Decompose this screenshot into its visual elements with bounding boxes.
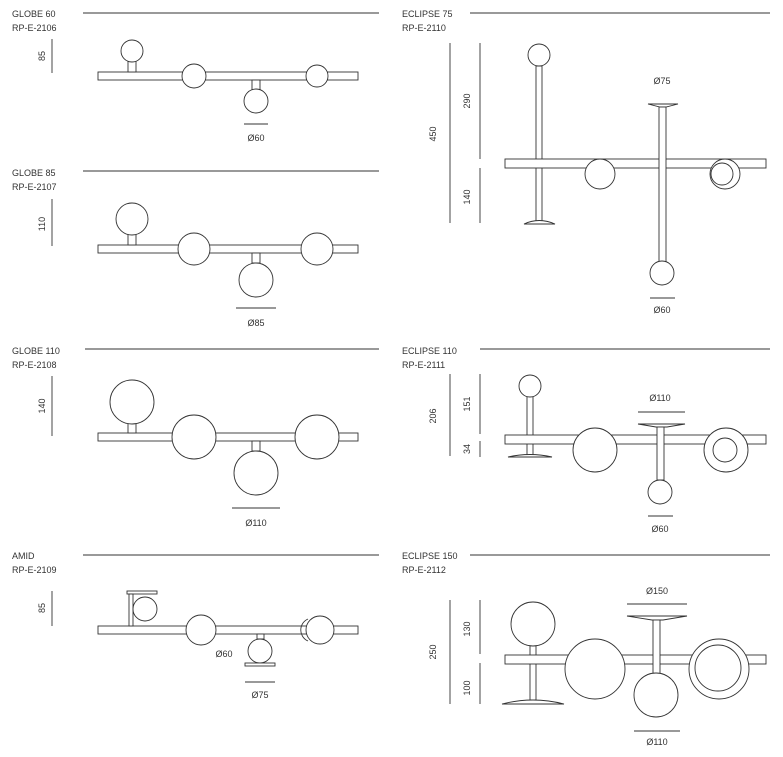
product-code: RP-E-2112 (402, 565, 446, 575)
product-name: ECLIPSE 110 (402, 346, 457, 356)
dim-height: 85 (37, 51, 47, 61)
title-globe-85: GLOBE 85 RP-E-2107 (12, 166, 57, 194)
title-amid: AMID RP-E-2109 (12, 549, 57, 577)
title-eclipse-110: ECLIPSE 110 RP-E-2111 (402, 344, 457, 372)
drawing-globe-85: 110 Ø85 (37, 199, 359, 328)
dim-upper: 290 (462, 93, 472, 108)
dim-disc: Ø110 (649, 393, 670, 403)
dim-total: 450 (428, 126, 438, 141)
product-code: RP-E-2106 (12, 23, 57, 33)
product-name: AMID (12, 551, 35, 561)
dim-globe: Ø60 (653, 305, 670, 315)
dim-diameter: Ø85 (247, 318, 264, 328)
dim-lower: 140 (462, 189, 472, 204)
product-name: ECLIPSE 150 (402, 551, 458, 561)
product-name: ECLIPSE 75 (402, 9, 453, 19)
product-code: RP-E-2108 (12, 360, 57, 370)
product-code: RP-E-2109 (12, 565, 57, 575)
drawing-globe-110: 140 Ø110 (37, 376, 359, 528)
drawing-globe-60: 85 Ø60 (37, 39, 359, 143)
dim-diameter: Ø60 (247, 133, 264, 143)
dim-diameter-disc: Ø75 (251, 690, 268, 700)
drawing-eclipse-150: 250 130 100 Ø150 Ø110 (428, 586, 767, 747)
dim-height: 140 (37, 398, 47, 413)
dim-total: 250 (428, 644, 438, 659)
header-rules (83, 12, 770, 556)
product-code: RP-E-2107 (12, 182, 57, 192)
product-name: GLOBE 110 (12, 346, 60, 356)
product-name: GLOBE 85 (12, 168, 56, 178)
dim-disc: Ø75 (653, 76, 670, 86)
dim-globe: Ø110 (646, 737, 667, 747)
dim-diameter: Ø110 (245, 518, 266, 528)
dim-lower: 34 (462, 444, 472, 454)
dim-upper: 130 (462, 621, 472, 636)
title-globe-110: GLOBE 110 RP-E-2108 (12, 344, 60, 372)
drawing-eclipse-75: 450 290 140 Ø75 Ø60 (428, 43, 767, 315)
dim-height: 85 (37, 603, 47, 613)
dim-diameter-globe: Ø60 (215, 649, 232, 659)
dim-disc: Ø150 (646, 586, 668, 596)
dim-height: 110 (37, 217, 47, 231)
dim-upper: 151 (462, 396, 472, 411)
product-code: RP-E-2111 (402, 360, 446, 370)
product-name: GLOBE 60 (12, 9, 56, 19)
dim-total: 206 (428, 408, 438, 423)
product-code: RP-E-2110 (402, 23, 446, 33)
dim-globe: Ø60 (651, 524, 668, 534)
title-eclipse-150: ECLIPSE 150 RP-E-2112 (402, 549, 458, 577)
drawing-amid: 85 Ø60 Ø75 (37, 590, 359, 700)
title-eclipse-75: ECLIPSE 75 RP-E-2110 (402, 7, 453, 35)
dim-lower: 100 (462, 680, 472, 695)
drawing-eclipse-110: 206 151 34 Ø110 Ø60 (428, 374, 767, 534)
title-globe-60: GLOBE 60 RP-E-2106 (12, 7, 57, 35)
